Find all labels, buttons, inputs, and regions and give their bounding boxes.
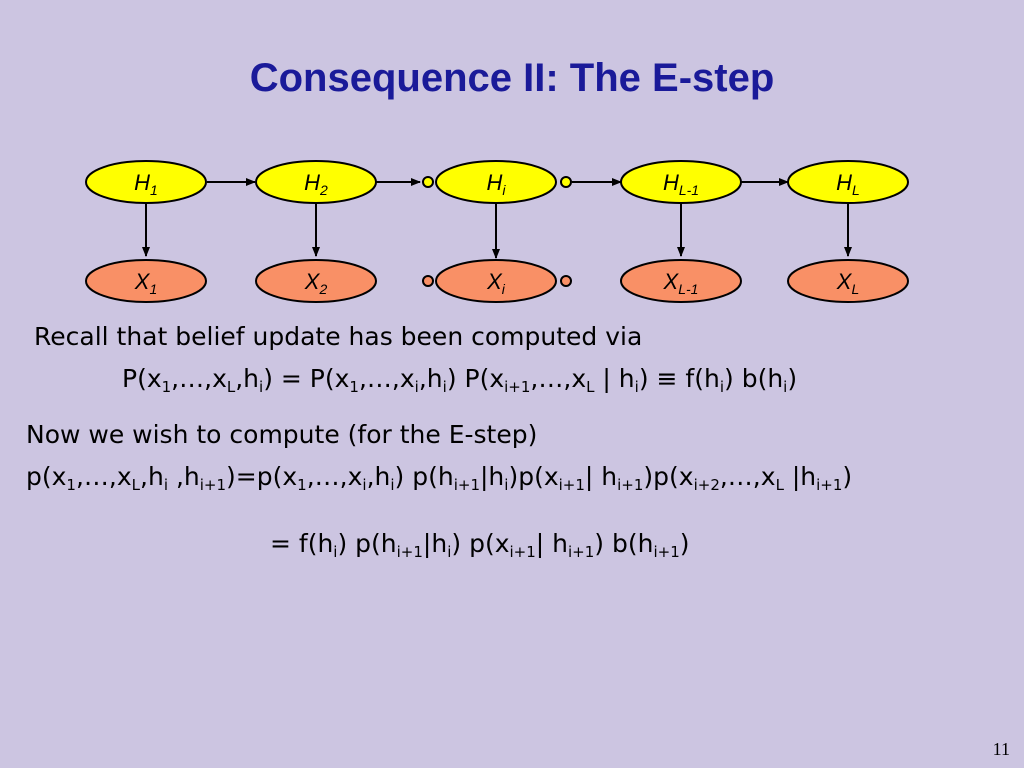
observed-node-1: X1 xyxy=(85,259,207,303)
observed-node-3-shape xyxy=(435,259,557,303)
pairwise-joint-equation: p(x1,…,xL,hi ,hi+1)=p(x1,…,xi,hi) p(hi+1… xyxy=(26,462,853,494)
hidden-node-5-shape xyxy=(787,160,909,204)
observed-node-4-shape xyxy=(620,259,742,303)
ellipsis-dot-top-right xyxy=(560,176,572,188)
observed-node-2: X2 xyxy=(255,259,377,303)
slide-title: Consequence II: The E-step xyxy=(249,56,775,100)
ellipsis-dot-bottom-left xyxy=(422,275,434,287)
hmm-diagram: H1 H2 Hi HL-1 HL X1 X2 Xi XL-1 XL xyxy=(85,160,909,303)
page-number: 11 xyxy=(992,739,1010,759)
hidden-node-3: Hi xyxy=(435,160,557,204)
recall-text: Recall that belief update has been compu… xyxy=(34,322,643,351)
observed-node-5-shape xyxy=(787,259,909,303)
observed-node-1-shape xyxy=(85,259,207,303)
hidden-node-4: HL-1 xyxy=(620,160,742,204)
ellipsis-dot-bottom-right xyxy=(560,275,572,287)
observed-node-3-label: Xi xyxy=(486,269,506,297)
hidden-node-3-shape xyxy=(435,160,557,204)
hidden-node-1: H1 xyxy=(85,160,207,204)
observed-node-4: XL-1 xyxy=(620,259,742,303)
observed-node-3: Xi xyxy=(435,259,557,303)
estep-intro-text: Now we wish to compute (for the E-step) xyxy=(26,420,538,449)
observed-node-5: XL xyxy=(787,259,909,303)
hidden-node-4-shape xyxy=(620,160,742,204)
hidden-node-3-label: Hi xyxy=(486,170,506,198)
hidden-node-2-shape xyxy=(255,160,377,204)
hidden-node-2: H2 xyxy=(255,160,377,204)
belief-update-equation: P(x1,…,xL,hi) = P(x1,…,xi,hi) P(xi+1,…,x… xyxy=(122,364,798,396)
observed-node-2-shape xyxy=(255,259,377,303)
hidden-node-1-shape xyxy=(85,160,207,204)
hidden-node-5: HL xyxy=(787,160,909,204)
factored-equation: = f(hi) p(hi+1|hi) p(xi+1| hi+1) b(hi+1) xyxy=(270,529,690,561)
ellipsis-dot-top-left xyxy=(422,176,434,188)
